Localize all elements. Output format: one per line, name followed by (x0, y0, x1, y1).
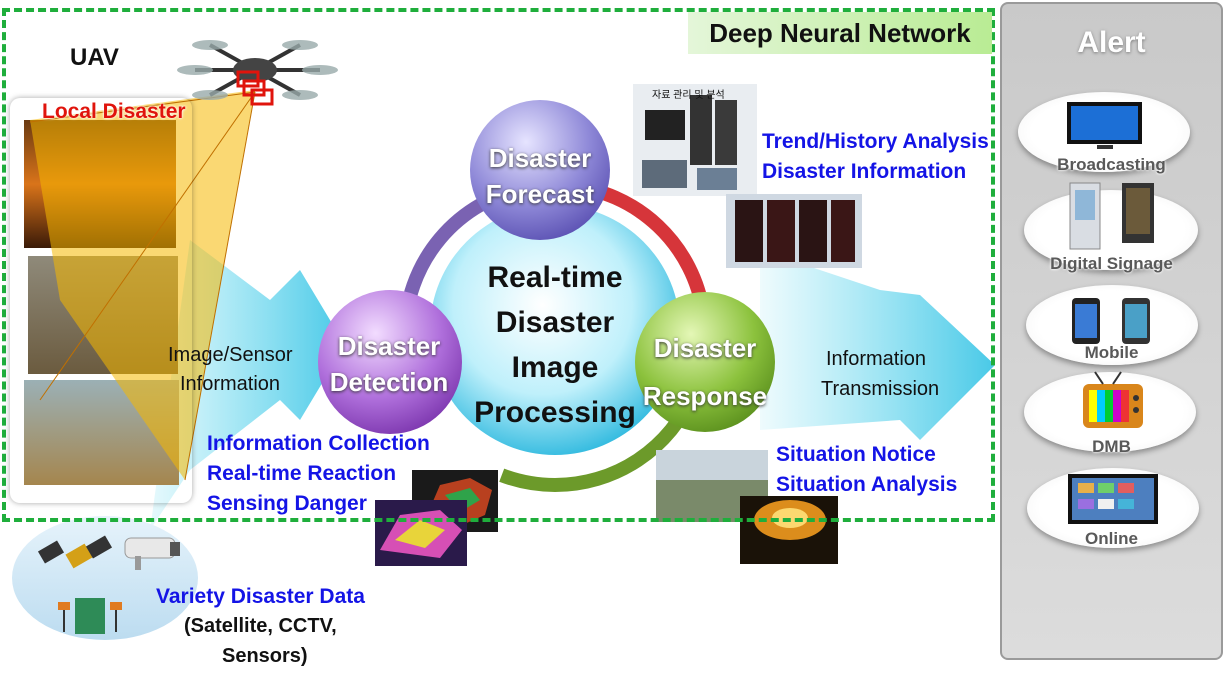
variety-data-line-2: (Satellite, CCTV, (184, 615, 337, 637)
local-disaster-label: Local Disaster (42, 100, 186, 123)
center-line-3: Image (511, 351, 599, 384)
forecast-line-2: Forecast (485, 179, 595, 209)
alert-mobile-label: Mobile (1084, 343, 1139, 362)
transmission-flow-arrow (760, 250, 995, 440)
variety-data-title: Variety Disaster Data (156, 585, 365, 608)
center-processing-circle (430, 205, 680, 455)
note-sensing-danger: Sensing Danger (207, 492, 367, 515)
forecast-circle (470, 100, 610, 240)
dnn-title: Deep Neural Network (688, 12, 992, 54)
image-sensor-line-2: Information (180, 373, 281, 395)
response-line-2: Response (642, 381, 768, 411)
response-line-1: Disaster (653, 333, 757, 363)
response-label: Disaster Response (630, 324, 780, 420)
center-processing-label: Real-time Disaster Image Processing (430, 255, 680, 435)
transmission-line-2: Transmission (821, 378, 940, 400)
alert-broadcasting-label: Broadcasting (1057, 155, 1166, 174)
note-situation-analysis: Situation Analysis (776, 473, 958, 496)
note-realtime-reaction: Real-time Reaction (207, 462, 397, 485)
sensor-board-icon (58, 598, 122, 634)
center-line-1: Real-time (487, 261, 623, 294)
satellite-icon (37, 535, 113, 569)
image-sensor-line-1: Image/Sensor (168, 344, 293, 366)
dnn-frame (2, 8, 995, 522)
forecast-label: Disaster Forecast (465, 140, 615, 212)
uav-label: UAV (70, 44, 119, 71)
transmission-line-1: Information (826, 348, 927, 370)
detection-circle (318, 290, 462, 434)
detection-label: Disaster Detection (314, 328, 464, 400)
response-circle (635, 292, 775, 432)
note-situation-notice: Situation Notice (776, 443, 936, 466)
uav-drone-icon (177, 40, 338, 106)
alert-title: Alert (1077, 26, 1146, 59)
variety-data-line-3: Sensors) (222, 645, 308, 667)
alert-dmb-label: DMB (1092, 437, 1131, 456)
note-trend-history: Trend/History Analysis (762, 130, 989, 153)
alert-online-label: Online (1085, 529, 1138, 548)
note-information-collection: Information Collection (207, 432, 430, 455)
tv-icon (1067, 102, 1142, 149)
center-line-4: Processing (474, 396, 636, 429)
forecast-line-1: Disaster (488, 143, 592, 173)
cctv-icon (124, 537, 180, 570)
mobile-oval (1026, 285, 1198, 365)
forecast-panel-text: 자료 관리 및 분석 (652, 90, 725, 101)
smartphone-icon (1072, 298, 1150, 344)
detection-line-1: Disaster (337, 331, 441, 361)
detection-line-2: Detection (329, 367, 449, 397)
alert-digital-signage-label: Digital Signage (1050, 254, 1173, 273)
ring-arc-green (398, 178, 712, 492)
note-disaster-information: Disaster Information (762, 160, 967, 183)
uav-view-cone (30, 90, 255, 480)
center-line-2: Disaster (495, 306, 615, 339)
smart-tv-icon (1068, 474, 1158, 524)
kiosk-icon (1069, 182, 1154, 250)
retro-tv-icon (1083, 371, 1143, 428)
digital-signage-oval (1024, 190, 1198, 270)
